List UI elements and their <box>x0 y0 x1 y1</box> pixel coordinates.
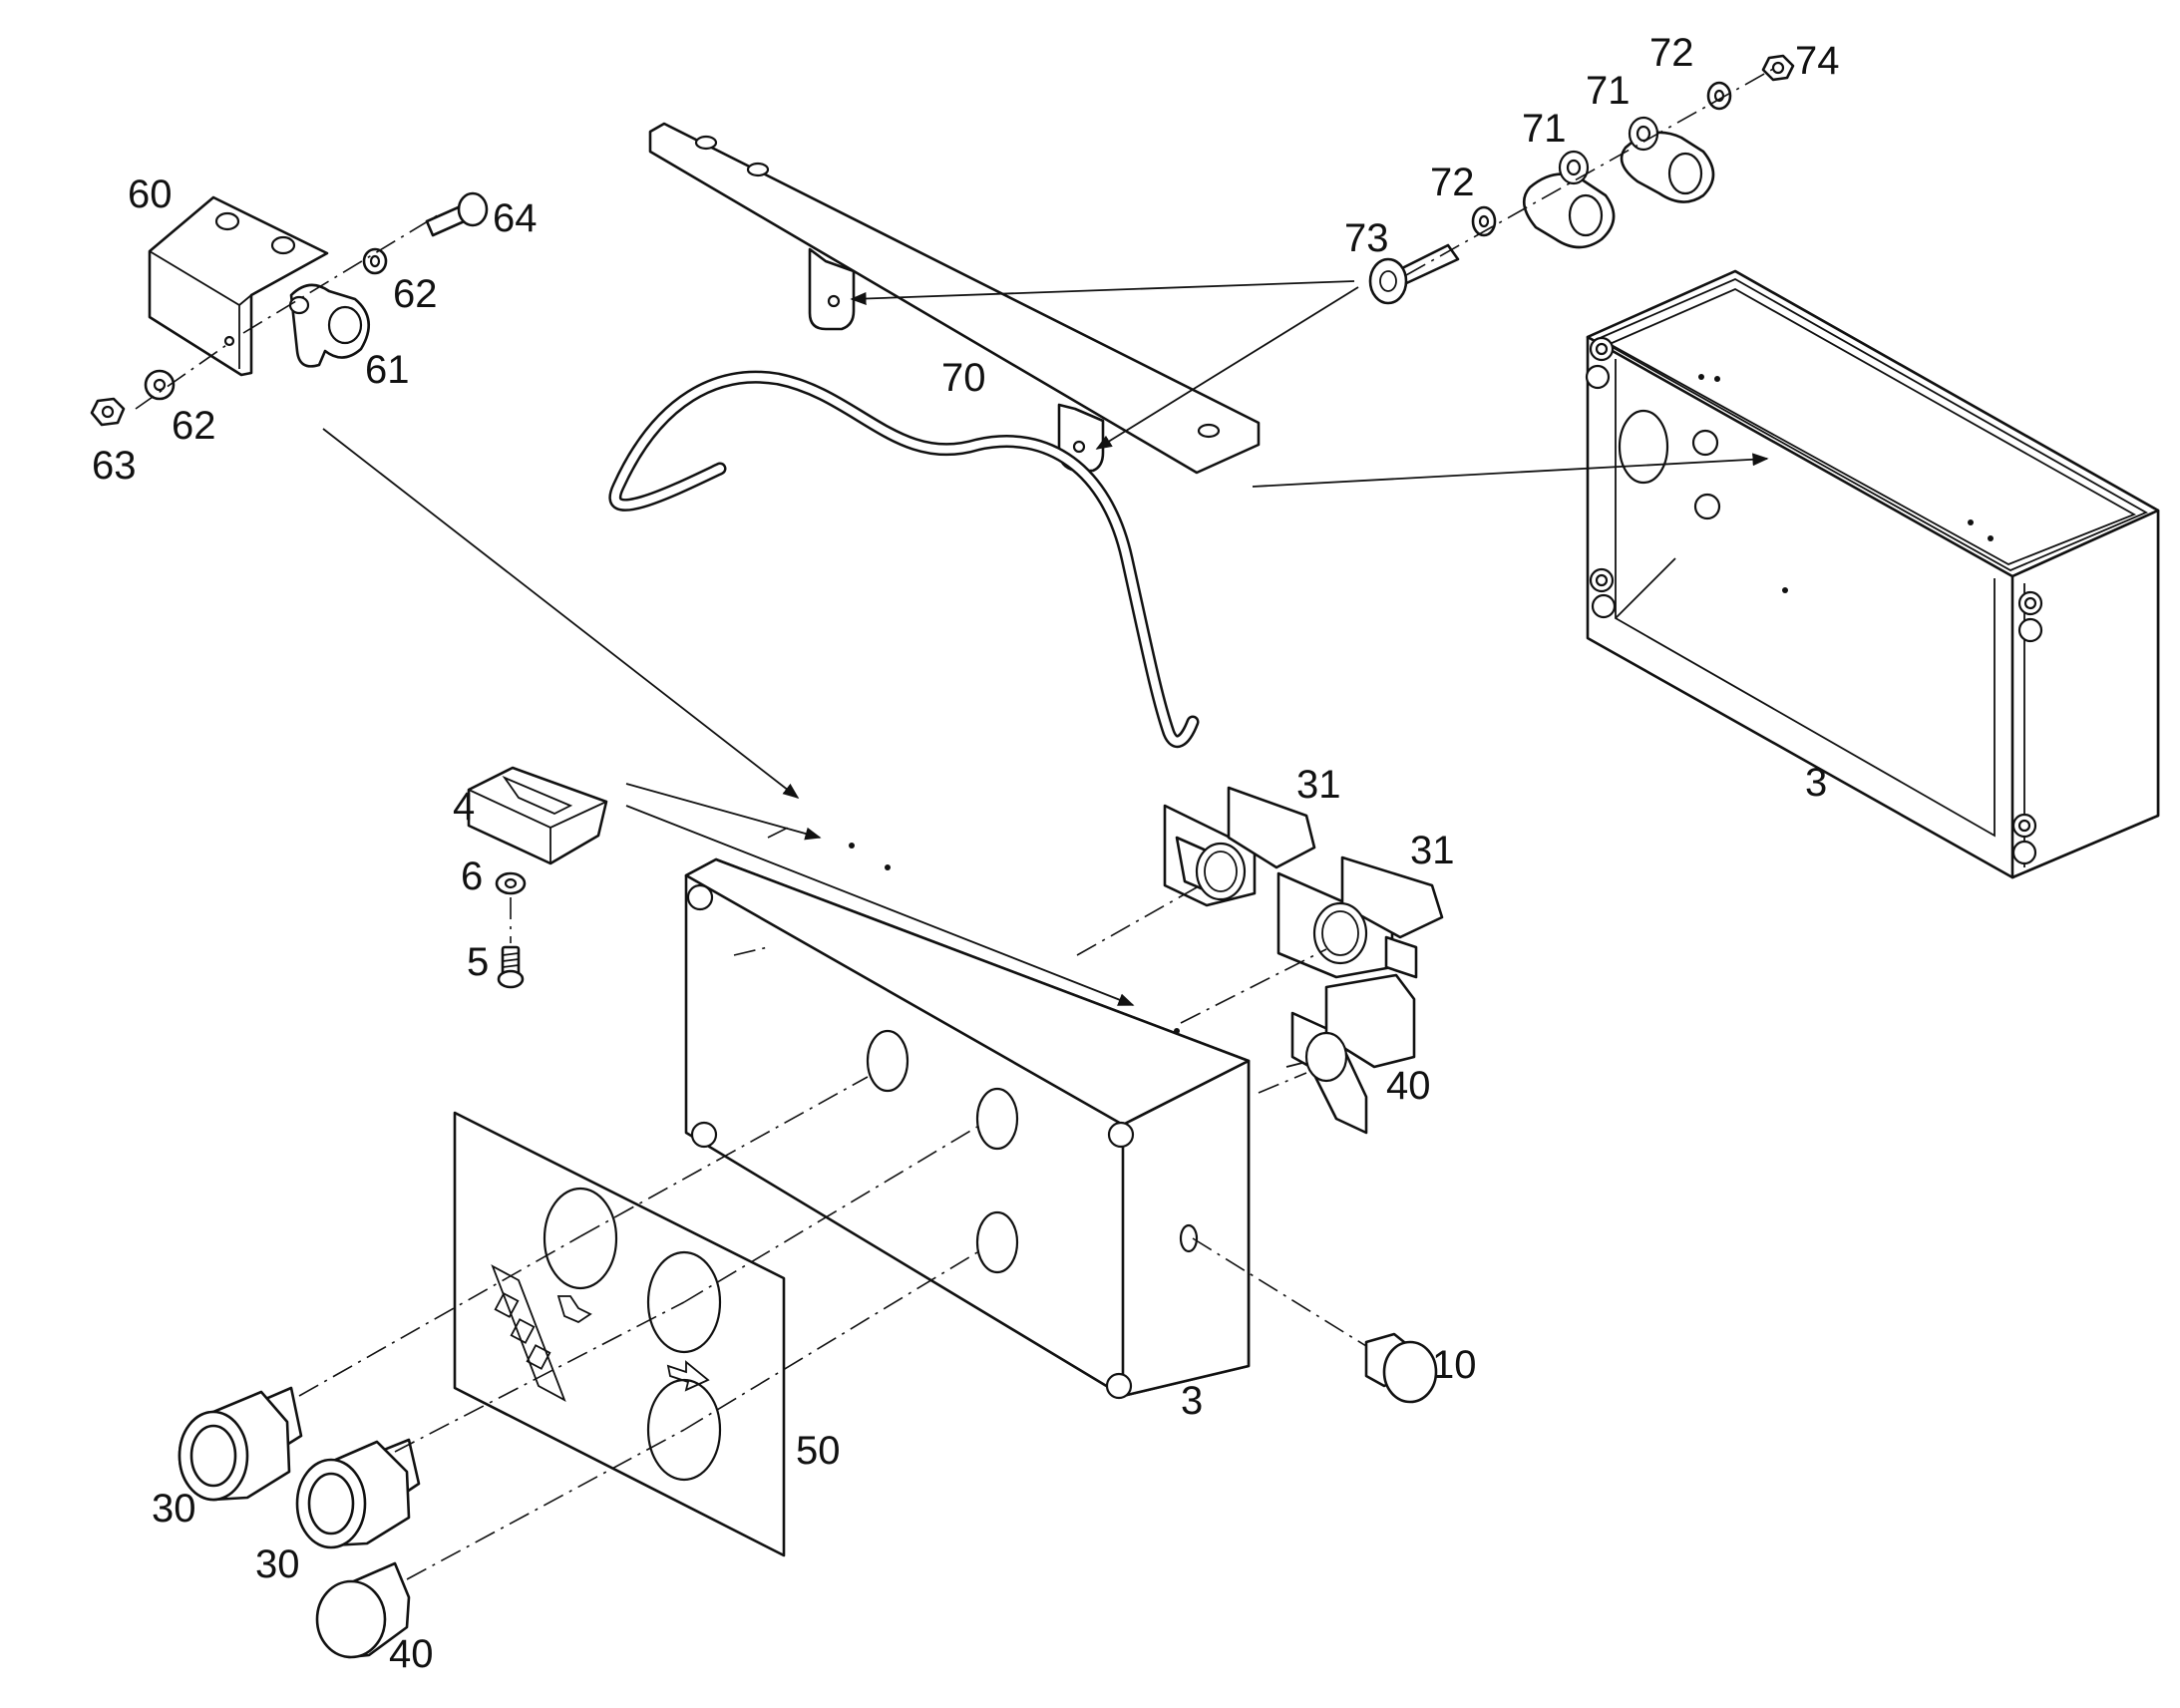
screw-5 <box>497 945 525 989</box>
enclosure-housing-3-lid <box>684 843 1251 1400</box>
mounting-bracket-70 <box>648 122 1261 475</box>
callout-10: 10 <box>1432 1343 1477 1387</box>
callout-6: 6 <box>461 854 483 898</box>
callout-73: 73 <box>1344 216 1389 260</box>
callout-labels: 60 64 62 61 62 63 70 73 72 71 71 72 74 3… <box>92 31 1840 1676</box>
callout-4: 4 <box>453 785 475 829</box>
callout-5: 5 <box>467 940 489 984</box>
callout-62-left: 62 <box>172 404 216 448</box>
cable <box>608 370 1200 749</box>
callout-62-right: 62 <box>393 272 438 316</box>
callout-71-lower: 71 <box>1522 107 1567 151</box>
push-button-30-upper <box>178 1386 303 1502</box>
cable-clamp-71-upper <box>1620 116 1715 203</box>
contact-block-31-lower <box>1276 855 1444 979</box>
callout-61: 61 <box>365 348 410 392</box>
washer-6 <box>495 871 527 895</box>
callout-40-contact: 40 <box>1386 1064 1431 1108</box>
callout-31-lower: 31 <box>1410 829 1455 872</box>
callout-74: 74 <box>1795 39 1840 83</box>
callout-70: 70 <box>941 356 986 400</box>
label-plate-50 <box>453 1111 786 1557</box>
assembly-lines <box>135 67 1776 1580</box>
nut-63 <box>90 397 126 427</box>
assembly-arrows <box>322 280 1769 1006</box>
callout-72-upper: 72 <box>1649 31 1694 75</box>
washer-62-left <box>144 369 176 401</box>
callout-50: 50 <box>796 1429 841 1473</box>
callout-3-center: 3 <box>1181 1379 1203 1423</box>
contact-block-40 <box>1285 973 1416 1135</box>
screw-64 <box>425 191 489 237</box>
plug-10 <box>1364 1332 1438 1404</box>
contact-block-31-upper <box>1163 786 1316 907</box>
push-button-40 <box>315 1561 411 1659</box>
callout-40-button: 40 <box>389 1632 434 1676</box>
push-button-30-lower <box>295 1438 421 1549</box>
washer-62-right <box>362 247 388 275</box>
callout-63: 63 <box>92 444 137 488</box>
callout-30-upper: 30 <box>152 1487 196 1531</box>
callout-60: 60 <box>128 172 173 216</box>
cable-clamp-71-lower <box>1522 150 1616 249</box>
nut-74 <box>1761 54 1795 82</box>
callout-3-right: 3 <box>1805 761 1827 805</box>
enclosure-housing-3-open <box>1585 269 2160 879</box>
callout-64: 64 <box>493 196 538 240</box>
callout-30-lower: 30 <box>255 1542 300 1586</box>
callout-71-upper: 71 <box>1586 69 1631 113</box>
bracket-60 <box>148 195 329 377</box>
callout-72-lower: 72 <box>1430 161 1475 204</box>
callout-31-upper: 31 <box>1296 763 1341 807</box>
clip-4 <box>467 766 608 865</box>
